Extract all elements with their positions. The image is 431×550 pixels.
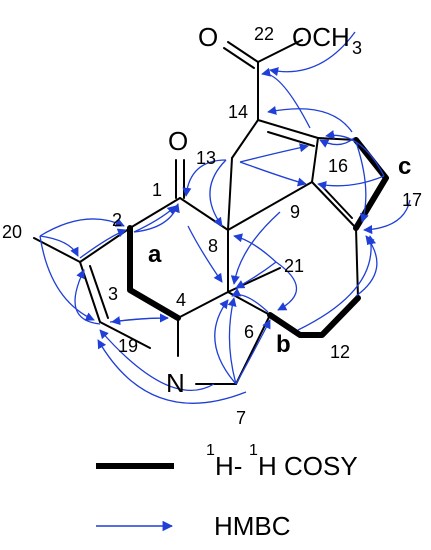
label-c22: 22 bbox=[254, 24, 274, 44]
atom-och3-subscript: 3 bbox=[352, 38, 362, 58]
label-c17: 17 bbox=[402, 190, 422, 210]
legend-cosy-sup2: 1 bbox=[249, 442, 258, 459]
label-c6: 6 bbox=[244, 322, 254, 342]
label-c8: 8 bbox=[208, 236, 218, 256]
label-c20: 20 bbox=[2, 222, 22, 242]
label-c16: 16 bbox=[328, 156, 348, 176]
atom-o-ketone: O bbox=[168, 126, 188, 156]
label-c9: 9 bbox=[290, 202, 300, 222]
atom-nitrogen: N bbox=[166, 368, 185, 398]
label-c4: 4 bbox=[176, 290, 186, 310]
label-c7: 7 bbox=[236, 408, 246, 428]
atom-o-ester: O bbox=[198, 22, 218, 52]
label-c2: 2 bbox=[112, 210, 122, 230]
legend: 1 H- 1 H COSY HMBC bbox=[96, 442, 358, 541]
legend-hmbc-label: HMBC bbox=[214, 511, 291, 541]
segment-c-label: c bbox=[398, 153, 411, 180]
label-c1: 1 bbox=[152, 180, 162, 200]
label-c12: 12 bbox=[330, 342, 350, 362]
label-c21: 21 bbox=[284, 256, 304, 276]
segment-a-label: a bbox=[148, 241, 162, 268]
cosy-bonds bbox=[127, 137, 389, 338]
legend-cosy-sup1: 1 bbox=[206, 442, 215, 459]
legend-cosy-h2: H COSY bbox=[258, 451, 358, 481]
label-c19: 19 bbox=[118, 336, 138, 356]
label-c3: 3 bbox=[108, 284, 118, 304]
legend-cosy-h1: H- bbox=[215, 451, 242, 481]
hmbc-arrows bbox=[39, 31, 411, 404]
segment-b-label: b bbox=[276, 331, 291, 358]
label-c14: 14 bbox=[228, 102, 248, 122]
label-c13: 13 bbox=[196, 148, 216, 168]
atom-och3: OCH bbox=[292, 22, 350, 52]
